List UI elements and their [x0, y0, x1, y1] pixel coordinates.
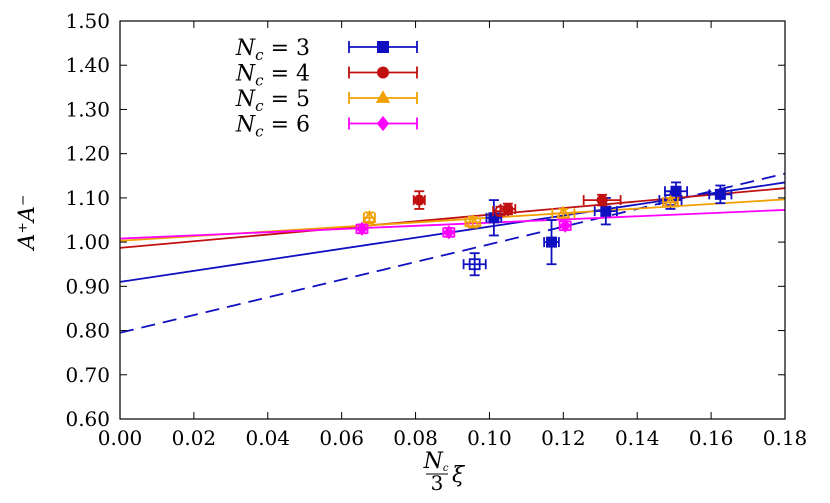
y-tick-label: 1.10 — [65, 186, 110, 210]
data-point — [362, 209, 377, 224]
svg-text:A⁺A⁻: A⁺A⁻ — [15, 195, 40, 252]
marker — [356, 221, 368, 236]
legend-label: Nc = 4 — [235, 62, 310, 90]
y-tick-label: 1.00 — [65, 230, 110, 254]
marker — [413, 194, 425, 206]
data-point — [708, 184, 733, 205]
plot-frame — [119, 20, 786, 420]
x-tick-label: 0.08 — [393, 426, 438, 450]
fit-line — [120, 172, 785, 334]
x-tick-label: 0.14 — [615, 426, 660, 450]
x-tick-label: 0.02 — [172, 426, 217, 450]
marker — [546, 236, 558, 248]
y-tick-label: 1.40 — [65, 53, 110, 77]
marker — [714, 188, 726, 200]
data-point — [551, 205, 576, 219]
legend-label: Nc = 5 — [235, 87, 310, 115]
legend-label: Nc = 3 — [235, 36, 310, 64]
marker — [468, 258, 481, 271]
fit-line — [120, 187, 785, 249]
legend-entry: Nc = 3 — [235, 36, 418, 64]
legend-entry: Nc = 6 — [235, 113, 418, 141]
marker — [556, 205, 571, 219]
y-tick-label: 1.20 — [65, 142, 110, 166]
axis-ticks: 0.00 0.02 0.04 0.06 0.08 0.10 0.12 0.14 0.16 0.18… — [65, 9, 807, 450]
x-tick-label: 0.04 — [246, 426, 291, 450]
data-point — [462, 252, 487, 277]
legend-marker — [375, 90, 391, 103]
y-tick-label: 0.60 — [65, 407, 110, 431]
y-tick-label: 0.90 — [65, 274, 110, 298]
x-axis-label-symbol: ξ — [452, 463, 466, 488]
y-axis-label: A⁺A⁻ — [15, 195, 40, 252]
x-tick-label: 0.10 — [467, 426, 512, 450]
y-tick-label: 1.50 — [65, 9, 110, 33]
data-point — [543, 219, 560, 266]
marker — [559, 218, 571, 233]
legend-marker — [377, 66, 389, 79]
x-tick-label: 0.06 — [319, 426, 364, 450]
legend-entry: Nc = 4 — [235, 62, 418, 90]
legend-marker — [376, 115, 390, 132]
marker — [362, 209, 377, 223]
x-tick-label: 0.16 — [689, 426, 734, 450]
data-point — [442, 225, 456, 240]
x-axis-label-denominator: 3 — [431, 471, 444, 495]
x-axis-label-numerator: Nc — [423, 449, 449, 474]
fit-line — [120, 209, 785, 240]
x-tick-label: 0.00 — [98, 426, 143, 450]
data-point — [412, 190, 426, 210]
marker — [443, 225, 455, 240]
y-tick-label: 1.30 — [65, 97, 110, 121]
y-axis-label-text: A⁺A⁻ — [15, 195, 40, 252]
data-point — [464, 214, 482, 229]
data-point — [558, 218, 572, 233]
data-point — [662, 194, 679, 208]
marker — [494, 205, 507, 218]
data-points — [355, 181, 733, 277]
x-tick-label: 0.18 — [763, 426, 808, 450]
data-point — [582, 193, 622, 207]
fit-lines — [120, 172, 785, 334]
legend-entry: Nc = 5 — [235, 87, 418, 115]
data-point — [485, 199, 503, 237]
legend: Nc = 3Nc = 4Nc = 5Nc = 6 — [235, 36, 418, 141]
legend-label: Nc = 6 — [235, 113, 310, 141]
marker — [596, 194, 608, 206]
marker — [465, 214, 481, 228]
x-axis-label: Nc 3 ξ — [423, 449, 466, 495]
marker — [600, 205, 612, 217]
x-tick-label: 0.12 — [541, 426, 586, 450]
marker — [663, 194, 678, 208]
data-point — [492, 205, 509, 218]
data-point — [355, 221, 369, 236]
legend-marker — [377, 41, 389, 53]
y-tick-label: 0.80 — [65, 319, 110, 343]
y-tick-label: 0.70 — [65, 363, 110, 387]
